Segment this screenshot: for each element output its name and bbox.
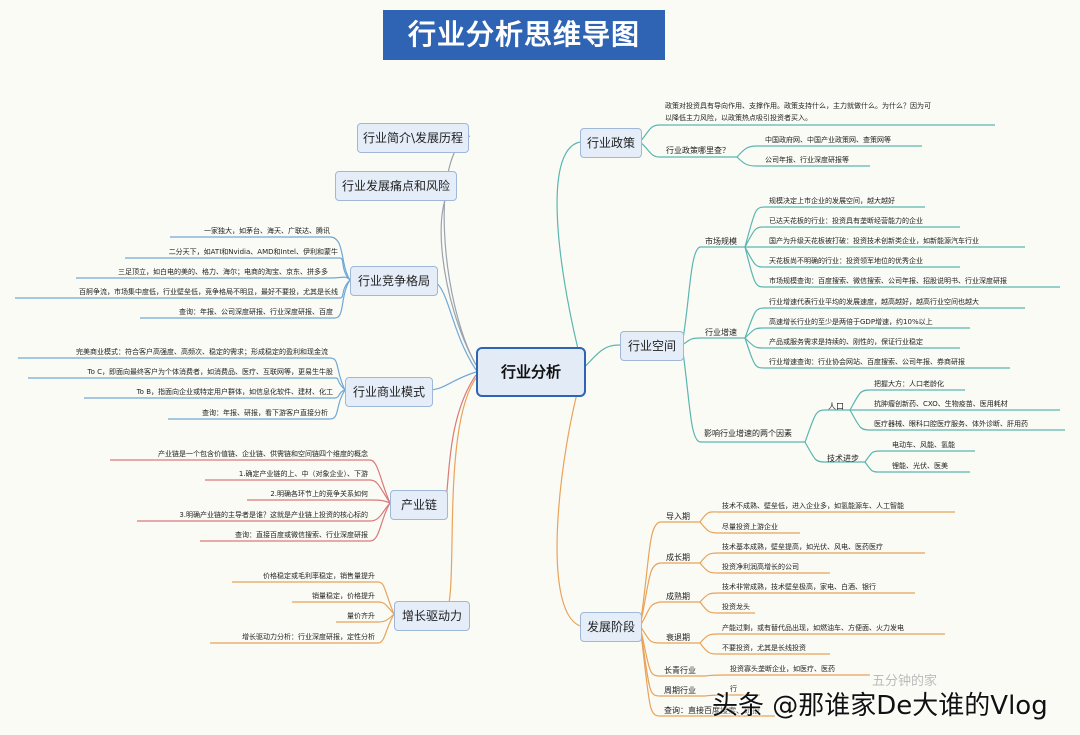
node-tech-progress[interactable]: 技术进步 xyxy=(827,454,859,463)
leaf-competition-2: 二分天下，如ATI和Nvidia、AMD和Intel、伊利和蒙牛 xyxy=(168,248,338,256)
leaf-competition-4: 百舸争流，市场集中度低，行业壁垒低，竞争格局不明显，最好不要投，尤其是长线 xyxy=(79,288,338,296)
central-node[interactable]: 行业分析 xyxy=(476,347,586,397)
leaf-stage-decline-2: 不要投资，尤其是长线投资 xyxy=(722,644,806,652)
node-competition[interactable]: 行业竞争格局 xyxy=(350,266,438,296)
leaf-growth-3: 量价齐升 xyxy=(347,612,375,620)
node-stage-decline[interactable]: 衰退期 xyxy=(666,633,690,642)
leaf-policy-desc-2: 以降低主力风险，以政策热点吸引投资者买入。 xyxy=(665,114,812,122)
leaf-business-1: 完美商业模式：符合客户高强度、高频次、稳定的需求；形成稳定的盈利和现金流 xyxy=(76,348,328,356)
leaf-rate-1: 行业增速代表行业平均的发展速度，越高越好，越高行业空间也越大 xyxy=(769,298,979,306)
node-space[interactable]: 行业空间 xyxy=(620,331,684,361)
leaf-growth-2: 销量稳定，价格提升 xyxy=(312,592,375,600)
leaf-market-4: 天花板尚不明确的行业：投资领军地位的优秀企业 xyxy=(769,257,923,265)
leaf-stage-evergreen-1: 投资寡头垄断企业，如医疗、医药 xyxy=(730,665,835,673)
leaf-stage-intro-1: 技术不成熟、壁垒低，进入企业多，如氢能源车、人工智能 xyxy=(722,502,904,510)
leaf-rate-3: 产品或服务需求是持续的、刚性的，保证行业稳定 xyxy=(769,338,923,346)
node-population[interactable]: 人口 xyxy=(828,402,844,411)
leaf-market-1: 规模决定上市企业的发展空间，越大越好 xyxy=(769,197,895,205)
leaf-business-4: 查询：年报、研报，看下游客户直接分析 xyxy=(202,409,328,417)
leaf-rate-2: 高速增长行业的至少是两倍于GDP增速，约10%以上 xyxy=(769,318,933,326)
node-stage-mature[interactable]: 成熟期 xyxy=(666,592,690,601)
leaf-business-2: To C，即面向最终客户为个体消费者，如消费品、医疗、互联网等，更易生牛股 xyxy=(87,368,333,376)
leaf-rate-4: 行业增速查询：行业协会网站、百度搜索、公司年报、券商研报 xyxy=(769,358,965,366)
leaf-market-5: 市场规模查询：百度搜索、微信搜索、公司年报、招股说明书、行业深度研报 xyxy=(769,277,1007,285)
leaf-competition-5: 查询：年报、公司深度研报、行业深度研报、百度 xyxy=(179,308,333,316)
leaf-chain-3: 2.明确各环节上的竞争关系如何 xyxy=(270,490,368,498)
node-policy[interactable]: 行业政策 xyxy=(580,128,642,158)
leaf-policy-where-2: 公司年报、行业深度研报等 xyxy=(765,156,849,164)
node-policy-where[interactable]: 行业政策哪里查？ xyxy=(666,146,730,155)
leaf-stage-mature-1: 技术非常成熟，技术壁垒极高，家电、白酒、银行 xyxy=(722,583,876,591)
node-stage-cyclical[interactable]: 周期行业 xyxy=(664,686,696,695)
node-industry-chain[interactable]: 产业链 xyxy=(390,490,448,520)
leaf-chain-1: 产业链是一个包含价值链、企业链、供需链和空间链四个维度的概念 xyxy=(158,450,368,458)
leaf-stage-mature-2: 投资龙头 xyxy=(722,603,750,611)
leaf-policy-desc-1: 政策对投资具有导向作用、支撑作用。政策支持什么，主力就做什么。为什么？因为可 xyxy=(665,102,931,110)
node-market-size[interactable]: 市场规模 xyxy=(705,237,737,246)
leaf-people-3: 医疗器械、眼科口腔医疗服务、体外诊断、肝用药 xyxy=(874,420,1028,428)
node-stage-query: 查询：直接百度搜索、研报 xyxy=(664,706,760,715)
node-stage-intro[interactable]: 导入期 xyxy=(666,512,690,521)
node-growth-factors[interactable]: 影响行业增速的两个因素 xyxy=(704,429,792,438)
leaf-stage-cyclical-1: 行 xyxy=(730,685,737,693)
watermark-logo: 五分钟的家 xyxy=(872,674,938,689)
leaf-stage-intro-2: 尽量投资上游企业 xyxy=(722,523,778,531)
leaf-growth-1: 价格稳定或毛利率稳定，销售量提升 xyxy=(263,572,375,580)
leaf-chain-4: 3.明确产业链的主导者是谁？这就是产业链上投资的核心标的 xyxy=(179,511,368,519)
leaf-policy-where-1: 中国政府网、中国产业政策网、查策网等 xyxy=(765,136,891,144)
page-title: 行业分析思维导图 xyxy=(383,10,665,60)
leaf-market-3: 国产为升级天花板被打破：投资技术创新类企业，如新能源汽车行业 xyxy=(769,237,979,245)
watermark-text: 头条 @那谁家De大谁的Vlog xyxy=(712,691,1048,721)
leaf-stage-growth-2: 投资净利润高增长的公司 xyxy=(722,563,799,571)
node-industry-intro[interactable]: 行业简介\发展历程 xyxy=(357,123,469,153)
leaf-people-2: 抗肿瘤创新药、CXO、生物疫苗、医用耗材 xyxy=(874,400,1008,408)
leaf-chain-5: 查询：直接百度或微信搜索、行业深度研报 xyxy=(235,531,368,539)
leaf-stage-growth-1: 技术基本成熟，壁垒提高，如光伏、风电、医药医疗 xyxy=(722,543,883,551)
leaf-business-3: To B，指面向企业或特定用户群体，如信息化软件、建材、化工 xyxy=(136,388,333,396)
leaf-competition-3: 三足顶立，如白电的美的、格力、海尔；电商的淘宝、京东、拼多多 xyxy=(118,268,328,276)
node-stage-growth[interactable]: 成长期 xyxy=(666,553,690,562)
leaf-tech-2: 锂能、光伏、医美 xyxy=(892,462,948,470)
node-pain-points[interactable]: 行业发展痛点和风险 xyxy=(335,171,457,201)
leaf-market-2: 已达天花板的行业：投资具有垄断经营能力的企业 xyxy=(769,217,923,225)
node-growth-rate[interactable]: 行业增速 xyxy=(705,328,737,337)
node-growth-driver[interactable]: 增长驱动力 xyxy=(394,601,470,631)
leaf-competition-1: 一家独大，如茅台、海天、广联达、腾讯 xyxy=(204,227,330,235)
leaf-stage-decline-1: 产能过剩，或有替代品出现，如燃油车、方便面、火力发电 xyxy=(722,624,904,632)
node-business-model[interactable]: 行业商业模式 xyxy=(345,377,433,407)
leaf-growth-4: 增长驱动力分析：行业深度研报，定性分析 xyxy=(242,633,375,641)
node-stage-evergreen[interactable]: 长青行业 xyxy=(664,666,696,675)
leaf-tech-1: 电动车、风能、氢能 xyxy=(892,441,955,449)
leaf-chain-2: 1.确定产业链的上、中（对象企业）、下游 xyxy=(238,470,368,478)
leaf-people-1: 把握大方：人口老龄化 xyxy=(874,380,944,388)
node-stage[interactable]: 发展阶段 xyxy=(580,612,642,642)
